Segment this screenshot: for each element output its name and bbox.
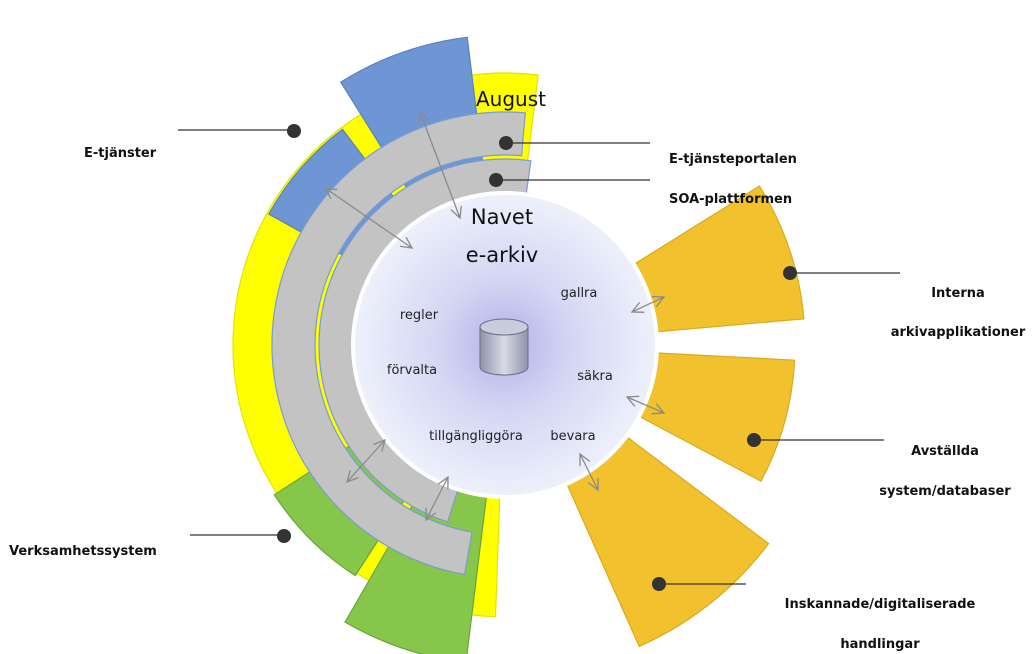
label-e-tjanster: E-tjänster (84, 146, 157, 161)
gold-sector-interna (631, 185, 805, 333)
hub-function-regler: regler (400, 308, 439, 323)
bidirectional-arrow-icon (346, 438, 386, 484)
marker-dot (652, 577, 666, 591)
hub-title-earkiv: e-arkiv (466, 243, 538, 267)
label-system-databaser: system/databaser (879, 484, 1011, 499)
marker-dot (287, 124, 301, 138)
label-arkivapplikationer: arkivapplikationer (891, 325, 1026, 340)
season-label: August (476, 87, 546, 111)
label-interna: Interna (931, 286, 985, 301)
label-avstallda: Avställda (911, 444, 979, 459)
label-e-tjansteportalen: E-tjänsteportalen (669, 152, 797, 167)
hub-function-gallra: gallra (561, 286, 598, 301)
bidirectional-arrow-icon (323, 110, 666, 522)
hub-function-sakra: säkra (577, 369, 613, 384)
hub-function-bevara: bevara (550, 429, 595, 444)
label-soa-plattformen: SOA-plattformen (669, 192, 792, 207)
label-handlingar: handlingar (840, 637, 920, 652)
hub-function-tillgangliggora: tillgängliggöra (429, 429, 523, 444)
grey-arc-e-tjansteportalen (271, 111, 526, 576)
marker-dot (489, 173, 503, 187)
leader-lines (178, 124, 900, 591)
bidirectional-arrow-icon (425, 475, 449, 522)
marker-dot (783, 266, 797, 280)
marker-dot (747, 433, 761, 447)
marker-dot (277, 529, 291, 543)
hub-function-forvalta: förvalta (387, 363, 437, 378)
database-icon (479, 318, 529, 376)
marker-dot (499, 136, 513, 150)
bidirectional-arrow-icon (630, 296, 666, 313)
bidirectional-arrow-icon (418, 110, 462, 220)
hub-title-navet: Navet (471, 205, 533, 229)
label-inskannade: Inskannade/digitaliserade (785, 597, 976, 612)
label-verksamhetssystem: Verksamhetssystem (9, 544, 157, 559)
bidirectional-arrow-icon (579, 452, 599, 492)
bidirectional-arrow-icon (323, 187, 414, 249)
bidirectional-arrow-icon (625, 395, 666, 415)
